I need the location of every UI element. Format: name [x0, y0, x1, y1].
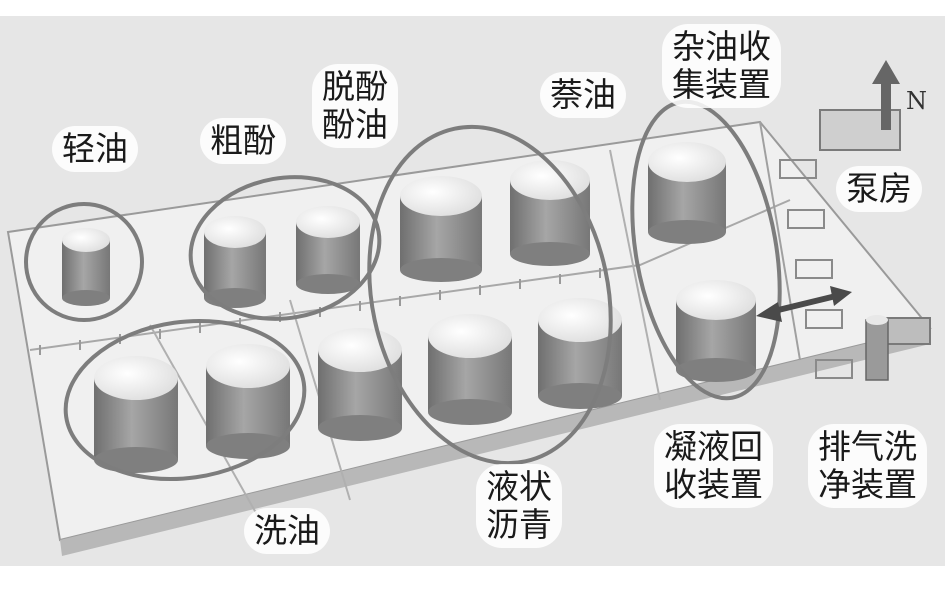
- north-label: N: [906, 87, 927, 115]
- tank: [94, 356, 178, 473]
- tank: [676, 280, 756, 382]
- tank: [318, 328, 402, 441]
- label-line: 沥青: [486, 505, 552, 544]
- group-phenol: [188, 175, 382, 321]
- tank: [510, 160, 590, 266]
- tank: [204, 216, 266, 308]
- label-naphthalene-oil: 萘油: [540, 72, 626, 118]
- group-naphthalene-asphalt: [367, 124, 613, 466]
- tank: [648, 142, 726, 244]
- tank: [400, 176, 482, 282]
- label-line: 凝液回: [664, 427, 763, 466]
- tank: [296, 206, 360, 294]
- label-condensate-recovery: 凝液回 收装置: [654, 424, 773, 508]
- label-crude-phenol: 粗酚: [200, 118, 286, 164]
- label-wash-oil: 洗油: [244, 508, 330, 554]
- label-line: 净装置: [818, 465, 917, 504]
- north-arrow-icon: [872, 60, 900, 130]
- tank: [428, 314, 512, 425]
- label-exhaust-scrubber: 排气洗 净装置: [808, 424, 927, 508]
- storage-tanks: [62, 142, 756, 473]
- double-arrow: [756, 286, 852, 322]
- label-line: 脱酚: [322, 67, 388, 106]
- pipe-rack: [779, 159, 853, 379]
- scrubber-unit: [865, 315, 889, 381]
- label-misc-oil-collection: 杂油收 集装置: [662, 24, 781, 108]
- group-wash-oil: [63, 318, 307, 482]
- label-line: 集装置: [672, 65, 771, 104]
- label-pump-house: 泵房: [836, 166, 922, 212]
- group-light-oil: [24, 202, 144, 322]
- label-line: 液状: [486, 467, 552, 506]
- tank: [206, 344, 290, 459]
- label-line: 酚油: [322, 105, 388, 144]
- label-liquid-asphalt: 液状 沥青: [476, 464, 562, 548]
- label-line: 收装置: [664, 465, 763, 504]
- label-dephenolized-oil: 脱酚 酚油: [312, 64, 398, 148]
- label-light-oil: 轻油: [52, 126, 138, 172]
- tank: [62, 228, 110, 306]
- label-line: 排气洗: [818, 427, 917, 466]
- label-line: 杂油收: [672, 27, 771, 66]
